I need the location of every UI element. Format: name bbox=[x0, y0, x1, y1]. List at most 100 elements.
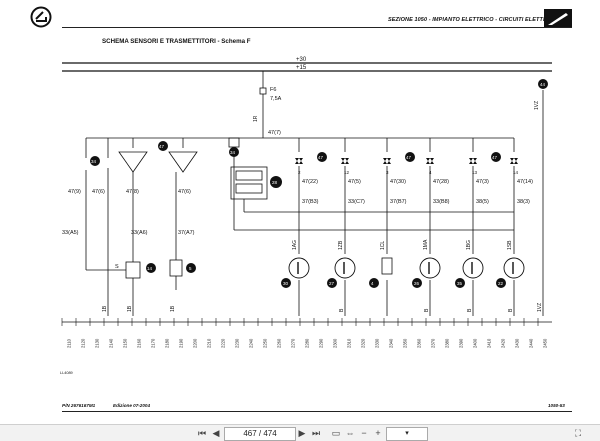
bottom-wire-label: 1B bbox=[102, 305, 108, 312]
scale-number: 2130 bbox=[95, 338, 100, 348]
bottom-wire-label: 1VZ bbox=[537, 303, 543, 312]
scale-number: 2400 bbox=[473, 338, 478, 348]
scale-number: 2380 bbox=[445, 338, 450, 348]
fuse-connector: 47(7) bbox=[268, 130, 281, 136]
figure-code: LL4089 bbox=[60, 371, 73, 375]
bus-label-30: +30 bbox=[296, 57, 307, 63]
zoom-out-icon[interactable]: − bbox=[361, 428, 367, 438]
scale-number: 2330 bbox=[375, 338, 380, 348]
left-lower: 33(A5) bbox=[62, 230, 79, 236]
scale-number: 2270 bbox=[291, 338, 296, 348]
scale-number: 2140 bbox=[109, 338, 114, 348]
scale-number: 2230 bbox=[235, 338, 240, 348]
sensor-bottom-label: 37(B7) bbox=[390, 199, 407, 205]
scale-number: 2150 bbox=[123, 338, 128, 348]
ref-44: 44 bbox=[540, 82, 546, 87]
sensor-wire-label: 1SB bbox=[507, 240, 513, 250]
sensor-ref-marker bbox=[455, 278, 465, 288]
ref-47a: 47 bbox=[159, 144, 165, 149]
sensor-top-label: 47(3) bbox=[476, 179, 489, 185]
zoom-select[interactable]: ▾ bbox=[386, 427, 428, 441]
page-number-input[interactable]: 467 / 474 bbox=[224, 427, 296, 441]
scale-number: 2320 bbox=[361, 338, 366, 348]
ref-34: 34 bbox=[91, 159, 97, 164]
fit-width-icon[interactable]: ⇔ bbox=[345, 428, 355, 438]
sensor-ref-label: 22 bbox=[498, 281, 504, 286]
scale-number: 2190 bbox=[179, 338, 184, 348]
bottom-wire-label: 1B bbox=[127, 305, 133, 312]
next-page-button[interactable]: ▶ bbox=[298, 428, 306, 438]
sensor-ref-label: 35 bbox=[457, 281, 463, 286]
sensor-top-label: 47(5) bbox=[348, 179, 361, 185]
fit-page-icon[interactable]: ▭ bbox=[331, 428, 341, 438]
scale-number: 2210 bbox=[207, 338, 212, 348]
zoom-in-icon[interactable]: + bbox=[375, 428, 381, 438]
section-badge bbox=[544, 9, 572, 28]
brand-logo bbox=[30, 6, 52, 28]
scale-number: 2360 bbox=[417, 338, 422, 348]
sensor-ref-marker bbox=[281, 278, 291, 288]
scale-number: 2370 bbox=[431, 338, 436, 348]
left-pin-1: 47(9) bbox=[68, 189, 81, 195]
ref-5: 5 bbox=[189, 266, 192, 271]
bus-label-15: +15 bbox=[296, 65, 307, 71]
fullscreen-icon[interactable]: ⛶ bbox=[574, 428, 582, 438]
sensor-wire-label: 1AG bbox=[292, 240, 298, 250]
col-5g-top: 47(8) bbox=[126, 189, 139, 195]
scale-number: 2260 bbox=[277, 338, 282, 348]
scale-number: 2240 bbox=[249, 338, 254, 348]
sensor-top-label: 47(22) bbox=[302, 179, 318, 185]
sensor-top-label: 47(14) bbox=[517, 179, 533, 185]
scale-number: 2350 bbox=[403, 338, 408, 348]
scale-number: 2160 bbox=[137, 338, 142, 348]
scale-number: 2200 bbox=[193, 338, 198, 348]
ref-34b: 34 bbox=[230, 150, 236, 155]
last-page-button[interactable]: ⏭ bbox=[311, 428, 321, 438]
sensor-ref-label: 26 bbox=[414, 281, 420, 286]
sensor-pin: 4 bbox=[429, 170, 432, 175]
sensor-wire-label: 1MA bbox=[423, 239, 429, 250]
sensor-ref-marker bbox=[369, 278, 379, 288]
scale-number: 2390 bbox=[459, 338, 464, 348]
scale-number: 2340 bbox=[389, 338, 394, 348]
sensor-bottom-label: 37(B3) bbox=[302, 199, 319, 205]
schema-title: SCHEMA SENSORI E TRASMETTITORI - Schema … bbox=[102, 38, 251, 45]
left-pin-2: 47(6) bbox=[92, 189, 105, 195]
col-1vb-bot: 37(A7) bbox=[178, 230, 195, 236]
scale-number: 2430 bbox=[515, 338, 520, 348]
scale-number: 2110 bbox=[67, 338, 72, 348]
sensor-ref-label: 27 bbox=[329, 281, 335, 286]
scale-number: 2310 bbox=[347, 338, 352, 348]
footer-rule bbox=[62, 411, 572, 412]
fuse-rating: 7,5A bbox=[270, 96, 282, 102]
first-page-button[interactable]: ⏮ bbox=[197, 428, 207, 438]
prev-page-button[interactable]: ◀ bbox=[212, 428, 220, 438]
sensor-pin: 12 bbox=[344, 170, 350, 175]
scale-number: 2280 bbox=[305, 338, 310, 348]
scale-number: 2250 bbox=[263, 338, 268, 348]
col-1vb-top: 47(6) bbox=[178, 189, 191, 195]
ref-14: 14 bbox=[147, 266, 153, 271]
section-title: SEZIONE 1050 - IMPIANTO ELETTRICO - CIRC… bbox=[388, 17, 555, 23]
header-rule bbox=[62, 27, 572, 28]
viewer-toolbar: ⏮ ◀ 467 / 474 ▶ ⏭ ▭ ⇔ − + ▾ ⛶ bbox=[0, 424, 600, 441]
sensor-pin: 2 bbox=[298, 170, 301, 175]
sensor-wire-label: 1CL bbox=[380, 241, 386, 250]
scale-number: 2450 bbox=[543, 338, 548, 348]
bottom-wire-label: 1B bbox=[170, 305, 176, 312]
page-code: 1050-53 bbox=[548, 403, 565, 408]
scale-number: 2220 bbox=[221, 338, 226, 348]
scale-number: 2290 bbox=[319, 338, 324, 348]
scale-number: 2180 bbox=[165, 338, 170, 348]
sensor-ref-marker bbox=[412, 278, 422, 288]
connector-47-marker bbox=[491, 152, 501, 162]
connector-47-marker bbox=[405, 152, 415, 162]
fuse-wire: 1R bbox=[253, 115, 259, 122]
